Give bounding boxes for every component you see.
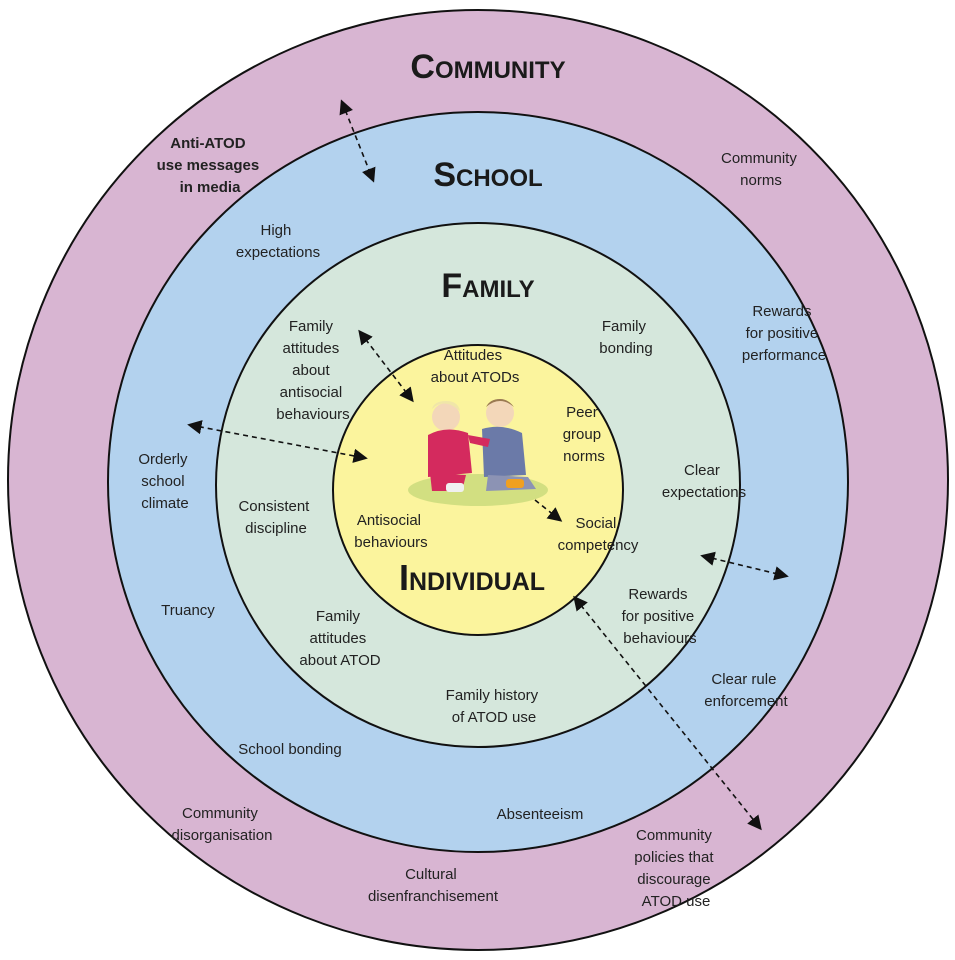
label-absenteeism: Absenteeism: [497, 806, 584, 823]
label-clear-expectations: Clear expectations: [662, 462, 746, 501]
label-family-attitudes-antisocial: Family attitudes about antisocial behavi…: [276, 318, 349, 423]
school-title: School: [433, 156, 542, 194]
label-consistent-discipline: Consistent discipline: [238, 498, 313, 537]
arrow-individual-community: [573, 595, 762, 831]
label-rewards-performance: Rewards for positive performance: [742, 303, 826, 364]
label-high-expectations: High expectations: [236, 222, 320, 261]
label-orderly-climate: Orderly school climate: [138, 451, 191, 512]
label-family-history: Family history of ATOD use: [446, 687, 543, 726]
individual-title: Individual: [399, 557, 545, 598]
arrow-school-family: [187, 420, 368, 463]
label-school-bonding: School bonding: [238, 741, 341, 758]
arrow-community-school: [339, 99, 376, 183]
children-illustration: [408, 399, 548, 506]
label-community-policies: Community policies that discourage ATOD …: [634, 827, 717, 910]
label-cultural-disenfranchisement: Cultural disenfranchisement: [368, 866, 499, 905]
family-title: Family: [441, 267, 534, 305]
label-peer-group-norms: Peer group norms: [563, 404, 606, 465]
label-community-norms: Community norms: [721, 150, 801, 189]
label-attitudes-atods: Attitudes about ATODs: [431, 347, 520, 386]
community-title: Community: [410, 48, 565, 86]
label-truancy: Truancy: [161, 602, 215, 619]
label-family-bonding: Family bonding: [599, 318, 652, 357]
label-anti-atod: Anti-ATOD use messages in media: [157, 135, 264, 196]
label-antisocial-behaviours: Antisocial behaviours: [354, 512, 427, 551]
label-community-disorganisation: Community disorganisation: [172, 805, 273, 844]
label-family-attitudes-atod: Family attitudes about ATOD: [299, 608, 380, 669]
label-clear-rule-enforcement: Clear rule enforcement: [704, 671, 788, 710]
label-social-competency: Social competency: [558, 515, 639, 554]
label-rewards-behaviours: Rewards for positive behaviours: [622, 586, 699, 647]
